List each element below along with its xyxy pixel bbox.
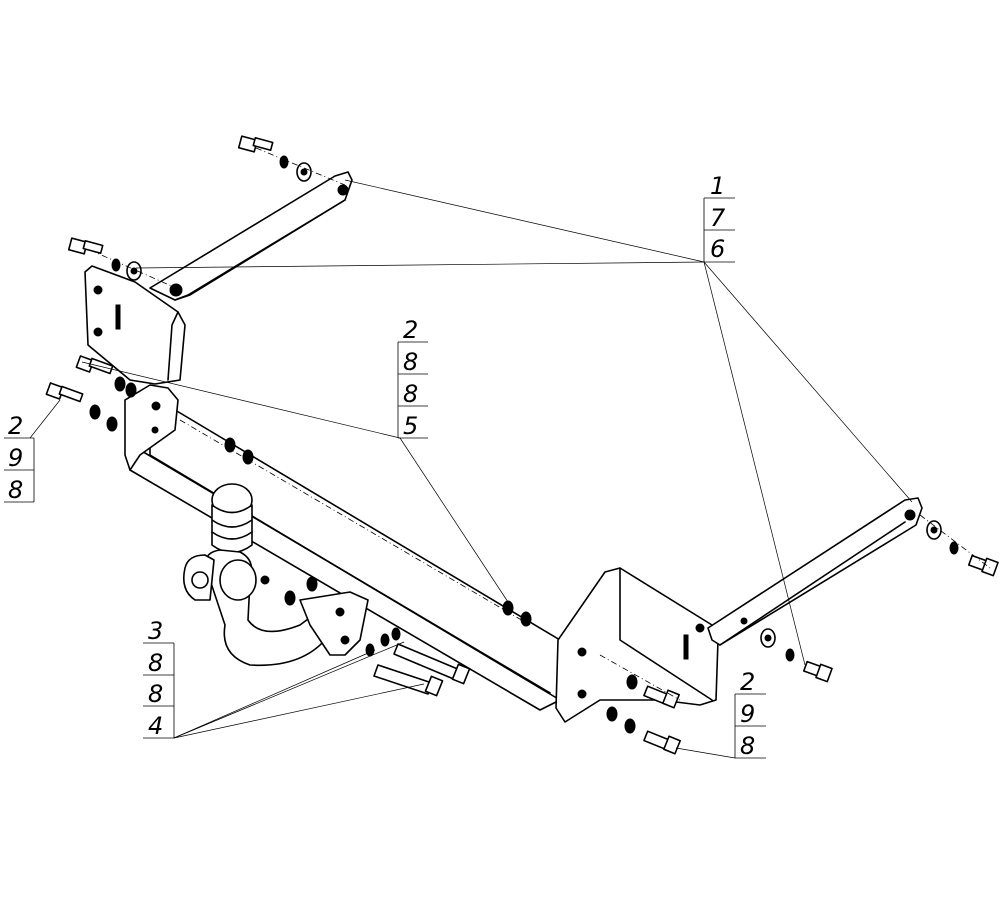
- bolt-bottom-2: [373, 664, 444, 697]
- callout-label: 9: [740, 700, 755, 728]
- callout-bottom-right: 2 9 8: [734, 668, 766, 760]
- leader-lines: [29, 179, 913, 759]
- callout-label: 8: [403, 348, 418, 376]
- callout-label: 2: [740, 668, 755, 696]
- callout-label: 8: [403, 380, 418, 408]
- callout-top-right: 1 7 6: [703, 172, 735, 263]
- callout-label: 9: [8, 444, 23, 472]
- bolt-right-3: [802, 660, 833, 683]
- callout-label: 6: [710, 235, 725, 263]
- callout-left: 2 9 8: [4, 412, 35, 504]
- axis-lines: [89, 147, 991, 701]
- callout-label: 4: [148, 712, 163, 740]
- callout-label: 3: [148, 617, 163, 645]
- left-side-bracket: [149, 171, 353, 301]
- bolt-right-1: [643, 685, 680, 709]
- callout-bottom-left: 3 8 8 4: [143, 617, 175, 740]
- bolt-top-2: [67, 237, 104, 255]
- main-crossbar: [127, 394, 561, 711]
- callout-label: 8: [148, 649, 163, 677]
- callout-mid: 2 8 8 5: [397, 316, 428, 440]
- bolt-bottom-1: [393, 643, 471, 685]
- bolt-left-1: [75, 355, 114, 375]
- callout-label: 8: [8, 476, 23, 504]
- callout-label: 2: [8, 412, 23, 440]
- callout-label: 8: [148, 680, 163, 708]
- callout-label: 5: [403, 412, 418, 440]
- fasteners: [45, 135, 999, 755]
- bolt-right-2: [643, 730, 681, 755]
- callout-label: 7: [710, 204, 726, 232]
- callout-label: 2: [403, 316, 418, 344]
- callout-label: 8: [740, 732, 755, 760]
- left-mounting-plate: [84, 265, 186, 385]
- callout-label: 1: [710, 172, 725, 200]
- bolt-left-2: [45, 382, 84, 403]
- tow-ball-assembly: [182, 483, 369, 667]
- left-end-plate: [124, 384, 179, 471]
- right-mounting-plate: [555, 567, 719, 723]
- bolt-top-1: [237, 135, 274, 153]
- bolt-right-4: [967, 554, 999, 577]
- right-side-bracket: [707, 497, 923, 646]
